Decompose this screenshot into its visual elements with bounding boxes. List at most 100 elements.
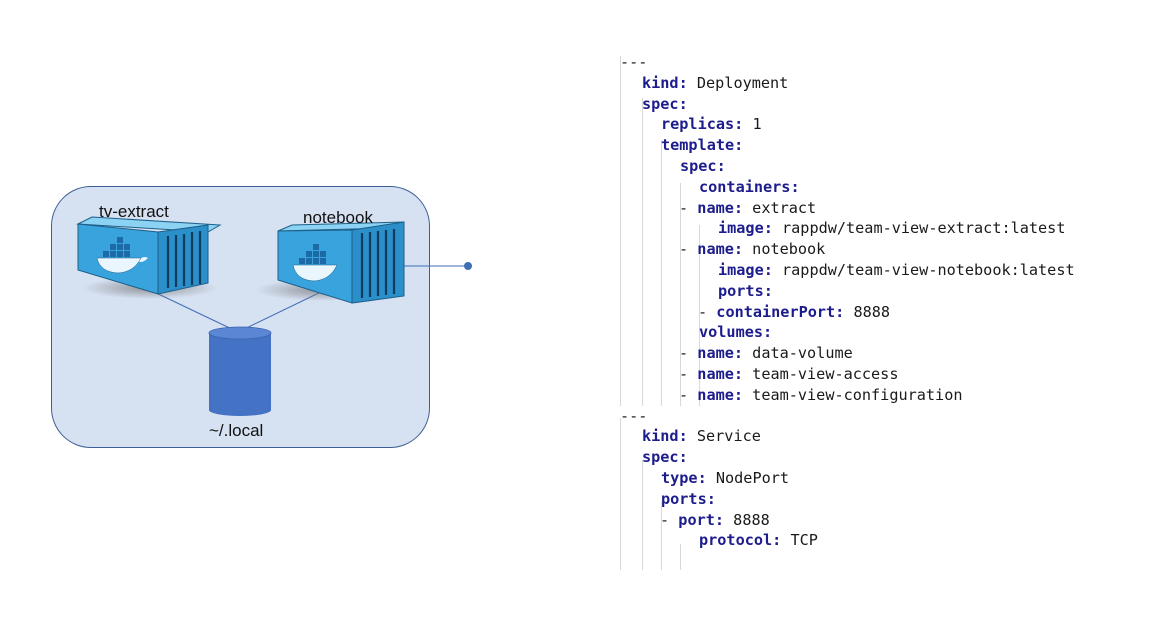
indent-guide [620,418,621,570]
yaml-list-dash: - [698,302,717,321]
yaml-list-dash: - [679,240,698,259]
yaml-separator: --- [620,53,648,71]
yaml-value: TCP [781,531,818,550]
yaml-value: 8888 [844,302,891,321]
yaml-value: NodePort [706,469,790,487]
yaml-key: name [697,365,734,383]
yaml-key: image [718,261,764,279]
yaml-key: type [661,469,698,487]
yaml-list-dash: - [679,385,698,404]
yaml-colon: : [763,323,773,342]
yaml-key: ports [718,281,764,300]
yaml-list-dash: - [660,510,679,529]
yaml-key: containers [699,177,791,196]
indent-guide [620,56,621,406]
yaml-key: volumes [699,323,764,342]
container-notebook [256,221,405,304]
yaml-line: - name: data-volume [679,343,853,364]
yaml-separator: --- [620,406,648,425]
yaml-colon: : [678,73,688,92]
yaml-key: spec [680,157,717,175]
yaml-key: name [697,240,734,259]
yaml-line: type: NodePort [661,468,789,489]
yaml-value: team-view-configuration [743,385,963,404]
volume-cylinder-icon [208,326,272,416]
yaml-line: volumes: [699,322,772,343]
indent-guide [680,183,681,406]
yaml-colon: : [772,531,782,550]
diagram-canvas [76,216,472,416]
yaml-colon: : [734,115,744,134]
yaml-list-dash: - [679,198,698,217]
yaml-colon: : [706,489,716,508]
indent-guide [642,98,643,406]
yaml-value: Service [687,427,761,446]
yaml-key: port [678,510,715,529]
yaml-key: template [661,136,735,155]
volume-label: ~/.local [209,421,264,440]
yaml-line: --- [620,406,647,427]
yaml-line: replicas: 1 [661,114,762,135]
yaml-line: containers: [699,177,800,198]
yaml-value: extract [743,198,817,217]
indent-guide [680,544,681,570]
yaml-colon: : [678,427,688,446]
yaml-key: spec [642,94,679,113]
container-label-extract: tv-extract [99,202,169,221]
yaml-line: spec: [642,447,688,468]
docker-whale-icon [292,244,338,282]
yaml-line: template: [661,135,743,156]
yaml-value: team-view-access [743,365,899,383]
yaml-value: rappdw/team-view-extract:latest [772,219,1066,238]
yaml-colon: : [678,94,688,113]
yaml-key: containerPort [716,302,836,321]
yaml-value: data-volume [743,344,853,363]
yaml-key: kind [642,73,679,92]
yaml-colon: : [733,240,744,259]
yaml-colon: : [716,157,726,175]
yaml-list-dash: - [679,365,698,383]
yaml-value: 8888 [724,510,770,529]
yaml-key: spec [642,448,679,467]
port-endpoint [464,262,472,270]
yaml-line: spec: [680,156,726,177]
yaml-line: ports: [718,281,773,302]
yaml-value: 1 [743,115,762,134]
yaml-value: Deployment [687,73,789,92]
yaml-line: kind: Deployment [642,73,788,94]
yaml-colon: : [733,385,744,404]
yaml-colon: : [763,219,773,238]
indent-guide [661,140,662,406]
yaml-line: --- [620,52,647,73]
yaml-value: notebook [743,240,826,259]
yaml-value: rappdw/team-view-notebook:latest [772,261,1075,279]
yaml-colon: : [733,198,744,217]
indent-guide [642,460,643,570]
yaml-key: name [697,344,734,363]
yaml-line: - name: team-view-access [679,364,898,385]
yaml-colon: : [790,177,800,196]
yaml-key: replicas [661,115,735,134]
container-extract [76,216,222,299]
yaml-key: kind [642,427,679,446]
indent-guide [661,502,662,570]
yaml-line: ports: [661,489,716,510]
yaml-line: - containerPort: 8888 [698,302,890,323]
yaml-colon: : [835,302,845,321]
yaml-colon: : [733,344,744,363]
yaml-line: spec: [642,94,688,115]
container-label-notebook: notebook [303,208,373,227]
yaml-line: - name: extract [679,198,816,219]
yaml-colon: : [734,136,744,155]
yaml-line: kind: Service [642,426,761,447]
yaml-colon: : [763,261,773,279]
yaml-key: name [697,198,734,217]
yaml-colon: : [733,365,744,383]
indent-guide [699,225,700,406]
yaml-line: image: rappdw/team-view-notebook:latest [718,260,1075,281]
yaml-list-dash: - [679,344,698,363]
yaml-key: image [718,219,764,238]
yaml-colon: : [714,510,725,529]
yaml-colon: : [678,448,688,467]
